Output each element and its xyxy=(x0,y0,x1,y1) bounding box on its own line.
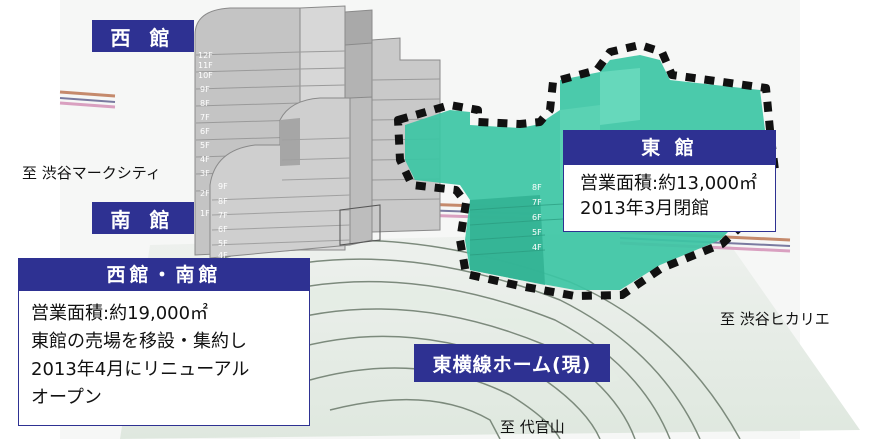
destination-mark-city: 至 渋谷マークシティ xyxy=(22,164,161,182)
floor-label: 2F xyxy=(200,189,210,198)
west-south-open: オープン xyxy=(31,387,102,408)
west-south-details: 営業面積:約19,000㎡ 東館の売場を移設・集約し 2013年4月にリニューア… xyxy=(19,291,309,412)
platform-label: 東横線ホーム(現) xyxy=(414,344,610,382)
floor-label: 6F xyxy=(532,213,542,222)
floor-label: 3F xyxy=(200,169,210,178)
elevated-track-left xyxy=(59,90,116,109)
floor-label: 8F xyxy=(200,99,210,108)
south-hall-building xyxy=(209,96,381,259)
floor-label: 11F xyxy=(198,61,213,70)
west-south-relocation: 東館の売場を移設・集約し xyxy=(31,331,247,352)
floor-label: 8F xyxy=(532,183,542,192)
east-floor-labels: 8F 7F 6F 5F 4F xyxy=(532,183,542,252)
east-hall-info-box: 東 館 営業面積:約13,000㎡ 2013年3月閉館 xyxy=(563,130,776,232)
floor-label: 7F xyxy=(200,113,210,122)
east-hall-closing: 2013年3月閉館 xyxy=(580,198,710,219)
west-south-renewal: 2013年4月にリニューアル xyxy=(31,359,250,380)
platform-label-text: 東横線ホーム(現) xyxy=(432,353,592,376)
floor-label: 1F xyxy=(200,209,210,218)
floor-label: 7F xyxy=(532,198,542,207)
floor-label: 8F xyxy=(218,197,228,206)
floor-label: 7F xyxy=(218,211,228,220)
west-south-title: 西館・南館 xyxy=(19,259,309,291)
east-hall-title: 東 館 xyxy=(564,131,775,165)
floor-label: 5F xyxy=(218,239,228,248)
floor-label: 9F xyxy=(200,85,210,94)
floor-label: 10F xyxy=(198,71,213,80)
floor-label: 6F xyxy=(218,225,228,234)
floor-label: 5F xyxy=(200,141,210,150)
floor-label: 4F xyxy=(200,155,210,164)
west-floor-labels: 12F 11F 10F 9F 8F 7F 6F 5F 4F 3F 2F 1F xyxy=(198,51,213,218)
floor-label: 6F xyxy=(200,127,210,136)
floor-label: 4F xyxy=(532,243,542,252)
destination-hikarie: 至 渋谷ヒカリエ xyxy=(720,310,830,328)
floor-label: 12F xyxy=(198,51,213,60)
floor-label: 9F xyxy=(218,182,228,191)
east-hall-details: 営業面積:約13,000㎡ 2013年3月閉館 xyxy=(564,165,775,221)
west-south-area: 営業面積:約19,000㎡ xyxy=(31,303,209,324)
south-hall-label: 南 館 xyxy=(92,202,194,234)
west-hall-label: 西 館 xyxy=(92,20,194,52)
west-south-info-box: 西館・南館 営業面積:約19,000㎡ 東館の売場を移設・集約し 2013年4月… xyxy=(18,258,310,426)
floor-label: 5F xyxy=(532,228,542,237)
destination-daikanyama: 至 代官山 xyxy=(500,418,565,436)
floor-label: 4F xyxy=(218,251,228,260)
east-hall-area: 営業面積:約13,000㎡ xyxy=(580,173,758,194)
